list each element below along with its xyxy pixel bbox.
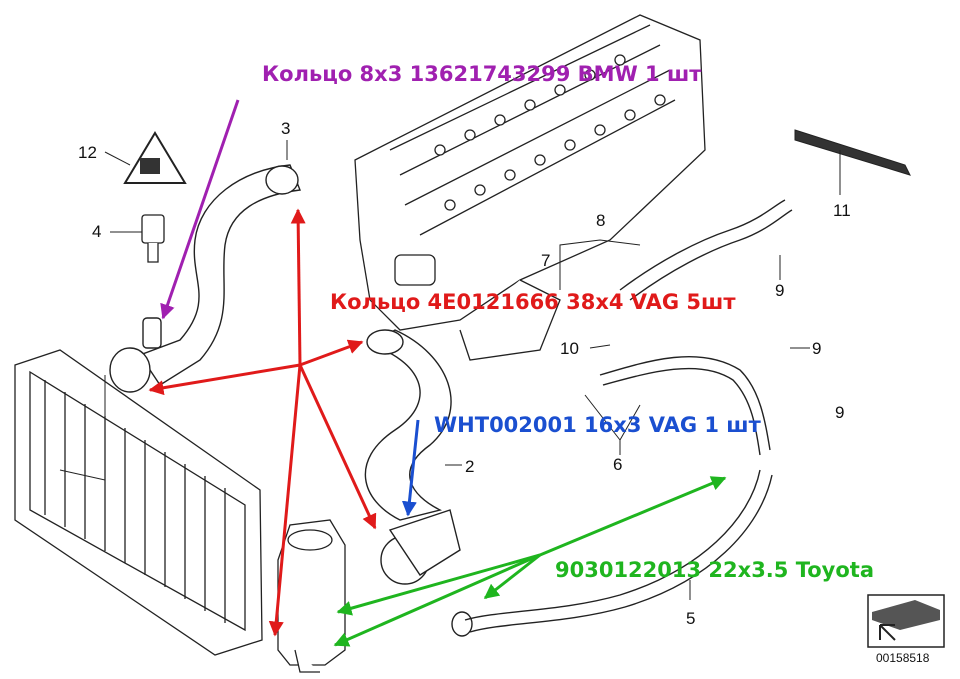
upper-hose-drawing <box>109 164 301 393</box>
lower-hose-drawing <box>364 329 461 585</box>
part-number-5: 5 <box>686 609 696 628</box>
purple-callout: Кольцо 8x3 13621743299 BMW 1 шт <box>262 62 702 86</box>
part-number-9-bottom: 9 <box>835 403 845 422</box>
part-number-3: 3 <box>281 119 291 138</box>
blue-callout: WHT002001 16x3 VAG 1 шт <box>434 413 761 437</box>
leader-lines <box>59 140 841 600</box>
warning-sign-drawing <box>123 131 187 184</box>
reference-icon <box>867 594 945 648</box>
part-number-8: 8 <box>596 211 606 230</box>
part-number-6: 6 <box>613 455 623 474</box>
cable-tie-drawing <box>794 129 911 176</box>
part-number-10: 10 <box>560 339 579 358</box>
part-number-9-middle: 9 <box>812 339 822 358</box>
engine-head-drawing <box>354 14 706 361</box>
sensor-drawing <box>141 214 165 263</box>
radiator-drawing <box>14 349 263 656</box>
small-hoses-drawing <box>451 199 793 637</box>
part-number-2: 2 <box>465 457 475 476</box>
purple-arrows <box>160 99 240 320</box>
part-number-7: 7 <box>541 251 551 270</box>
part-number-11: 11 <box>833 201 851 220</box>
red-callout: Кольцо 4E0121666 38x4 VAG 5шт <box>330 290 736 314</box>
expansion-tank-drawing <box>277 519 346 673</box>
part-number-9-top: 9 <box>775 281 785 300</box>
diagram-reference-number: 00158518 <box>876 651 930 665</box>
blue-arrows <box>401 419 420 517</box>
red-arrows <box>148 208 377 637</box>
part-number-12: 12 <box>78 143 97 162</box>
green-callout: 9030122013 22x3.5 Toyota <box>555 558 874 582</box>
green-arrows <box>333 476 727 647</box>
part-number-4: 4 <box>92 222 102 241</box>
